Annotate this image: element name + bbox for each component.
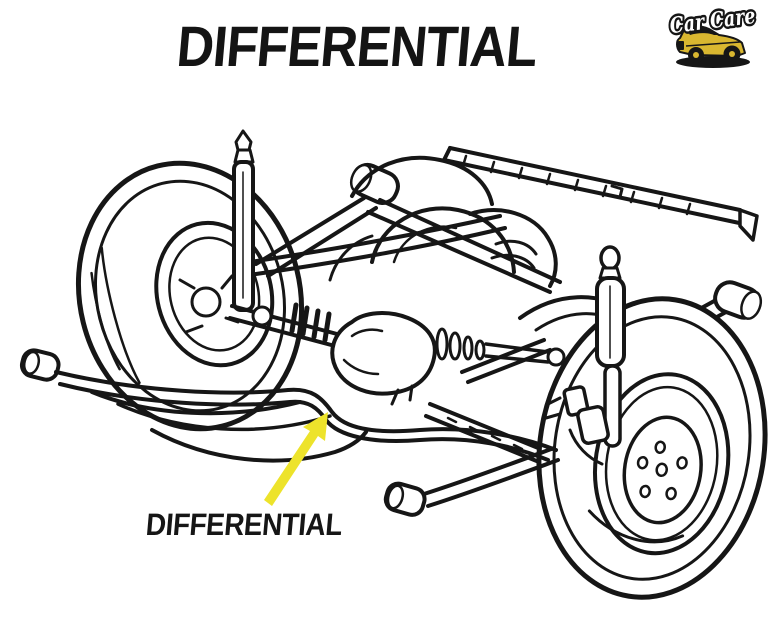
left-shock-absorber-icon xyxy=(232,129,255,312)
logo-car-icon xyxy=(676,25,750,68)
frame-rail-icon xyxy=(442,146,759,242)
logo-brand-text: Car Care xyxy=(668,4,757,39)
differential-housing-icon xyxy=(330,311,437,406)
brake-caliper-icon xyxy=(544,385,610,466)
callout-label: DIFFERENTIAL xyxy=(144,507,344,542)
brand-logo: Car Care xyxy=(666,4,760,74)
page-title: DIFFERENTIAL xyxy=(174,15,540,79)
callout-arrow xyxy=(264,412,328,506)
leaf-spring-icon xyxy=(90,390,368,463)
drive-shaft-icon xyxy=(435,327,566,367)
axle-tube-cluster-icon xyxy=(328,155,558,288)
right-wheel-icon xyxy=(536,296,768,600)
right-shock-absorber-icon xyxy=(595,245,626,448)
axle-shaft-icon xyxy=(228,302,354,352)
sway-bar-link-icon xyxy=(383,446,560,517)
